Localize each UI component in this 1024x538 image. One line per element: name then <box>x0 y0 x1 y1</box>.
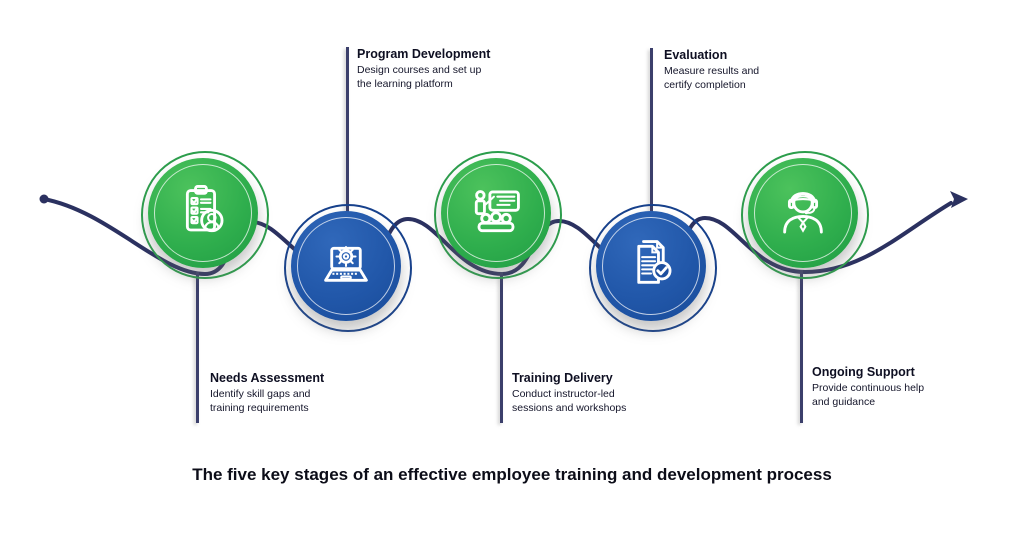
clipboard-checklist-user-icon <box>185 185 224 233</box>
step-5-outer-ring <box>741 151 869 279</box>
step-description-line: training requirements <box>210 402 309 415</box>
arrowhead-icon <box>950 191 968 208</box>
stem-step-4 <box>650 48 653 212</box>
step-label-2: Program Development Design courses and s… <box>357 47 562 92</box>
step-5-circle <box>748 158 858 268</box>
step-description-line: certify completion <box>664 79 746 92</box>
step-4-outer-ring <box>589 204 717 332</box>
step-2-outer-ring <box>284 204 412 332</box>
step-label-4: Evaluation Measure results and certify c… <box>664 48 824 93</box>
step-2-circle <box>291 211 401 321</box>
step-description-line: Provide continuous help <box>812 382 925 395</box>
step-description-line: the learning platform <box>357 78 453 91</box>
step-label-1: Needs Assessment Identify skill gaps and… <box>210 371 360 416</box>
stem-step-1 <box>196 272 199 423</box>
figure-caption: The five key stages of an effective empl… <box>192 465 832 484</box>
step-description-line: sessions and workshops <box>512 402 627 415</box>
laptop-gear-icon <box>324 245 368 282</box>
stem-step-3 <box>500 272 503 423</box>
step-title: Needs Assessment <box>210 371 325 385</box>
step-node-5 <box>741 151 869 279</box>
step-node-4 <box>589 204 717 332</box>
step-description-line: Measure results and <box>664 65 760 78</box>
step-1-outer-ring <box>141 151 269 279</box>
step-title: Evaluation <box>664 48 728 62</box>
step-4-circle <box>596 211 706 321</box>
step-1-circle <box>148 158 258 268</box>
step-description-line: Identify skill gaps and <box>210 388 311 401</box>
step-node-3 <box>434 151 562 279</box>
documents-approved-icon <box>637 240 672 284</box>
step-3-outer-ring <box>434 151 562 279</box>
step-title: Training Delivery <box>512 371 613 385</box>
step-title: Ongoing Support <box>812 365 915 379</box>
step-3-circle <box>441 158 551 268</box>
step-description-line: and guidance <box>812 396 876 409</box>
classroom-training-icon <box>474 190 520 233</box>
step-node-1 <box>141 151 269 279</box>
support-agent-icon <box>783 192 823 234</box>
stem-step-2 <box>346 47 349 212</box>
stem-step-5 <box>800 270 803 423</box>
step-title: Program Development <box>357 47 491 61</box>
step-node-2 <box>284 204 412 332</box>
step-description-line: Design courses and set up <box>357 64 482 77</box>
step-label-3: Training Delivery Conduct instructor-led… <box>512 371 677 416</box>
step-label-5: Ongoing Support Provide continuous help … <box>812 365 962 410</box>
step-description-line: Conduct instructor-led <box>512 388 615 401</box>
